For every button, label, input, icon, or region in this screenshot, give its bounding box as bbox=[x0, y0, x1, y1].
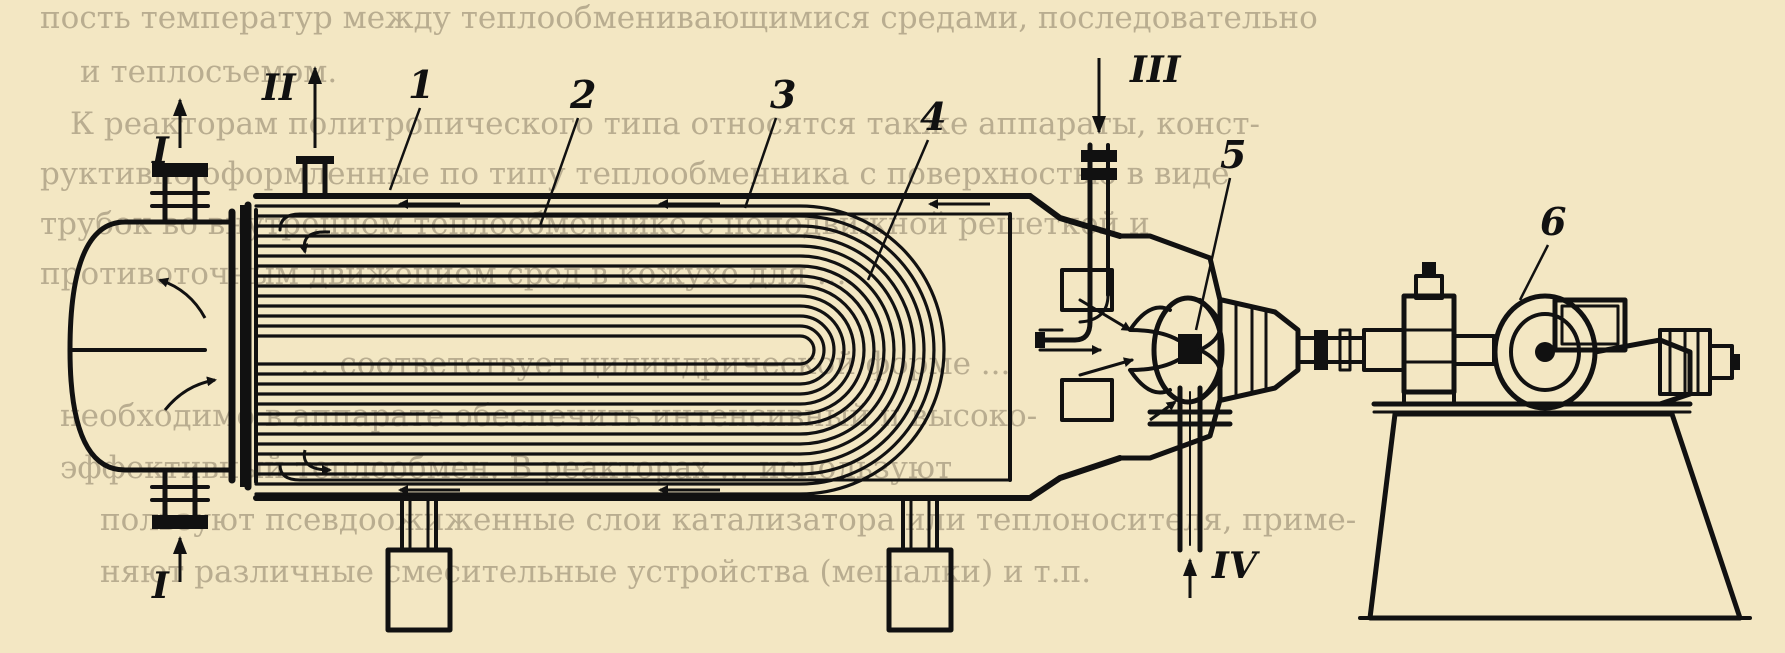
support-legs bbox=[385, 496, 954, 633]
shell-nozzle-ii bbox=[296, 156, 334, 199]
inlet-pipe-iii bbox=[1035, 142, 1117, 348]
u-tube bbox=[254, 284, 866, 416]
u-tube bbox=[254, 214, 936, 486]
part-number-5: 5 bbox=[1220, 132, 1246, 177]
u-tube bbox=[254, 304, 846, 396]
top-nozzle bbox=[150, 163, 210, 225]
u-tube bbox=[254, 334, 816, 366]
u-tube bbox=[254, 264, 886, 436]
label-inlet-bottom-pump: IV bbox=[1211, 545, 1260, 587]
distribution-head bbox=[67, 201, 258, 491]
u-tube bbox=[254, 234, 916, 466]
u-tube bbox=[254, 324, 826, 376]
bg-line: пользуют псевдоожиженные слои катализато… bbox=[100, 502, 1357, 538]
bg-line: няют различные смесительные устройства (… bbox=[100, 554, 1092, 590]
label-outlet-top: I bbox=[151, 130, 170, 172]
part-number-1: 1 bbox=[408, 62, 434, 107]
mixing-chamber bbox=[1038, 233, 1225, 461]
labels: I I II III IV 1 2 3 4 5 6 bbox=[151, 49, 1566, 607]
part-number-3: 3 bbox=[770, 72, 796, 117]
u-tube bbox=[254, 244, 906, 456]
leader-lines bbox=[388, 107, 1550, 331]
part-number-6: 6 bbox=[1540, 199, 1566, 244]
u-tube-bundle bbox=[254, 204, 946, 496]
label-outlet-shell: II bbox=[261, 67, 297, 109]
bg-line: и теплосъемом. bbox=[80, 54, 338, 90]
part-number-4: 4 bbox=[920, 94, 946, 139]
part-number-2: 2 bbox=[569, 72, 596, 117]
u-tube bbox=[254, 314, 836, 386]
drive-pedestal bbox=[1358, 411, 1752, 621]
u-tube bbox=[254, 204, 946, 496]
bg-line: К реакторам политропического типа относя… bbox=[70, 106, 1261, 142]
bg-line: руктивно оформленные по типу теплообменн… bbox=[40, 156, 1230, 192]
bg-line: пость температур между теплообменивающим… bbox=[40, 0, 1318, 36]
label-inlet-bottom: I bbox=[151, 565, 170, 607]
u-tube bbox=[254, 224, 926, 476]
flow-arrows bbox=[158, 58, 1197, 598]
label-inlet-top: III bbox=[1129, 49, 1182, 91]
u-tube bbox=[254, 254, 896, 446]
bottom-nozzle bbox=[150, 467, 210, 529]
u-tube bbox=[254, 294, 856, 406]
drive-assembly bbox=[1219, 262, 1740, 414]
u-tube bbox=[254, 274, 876, 426]
